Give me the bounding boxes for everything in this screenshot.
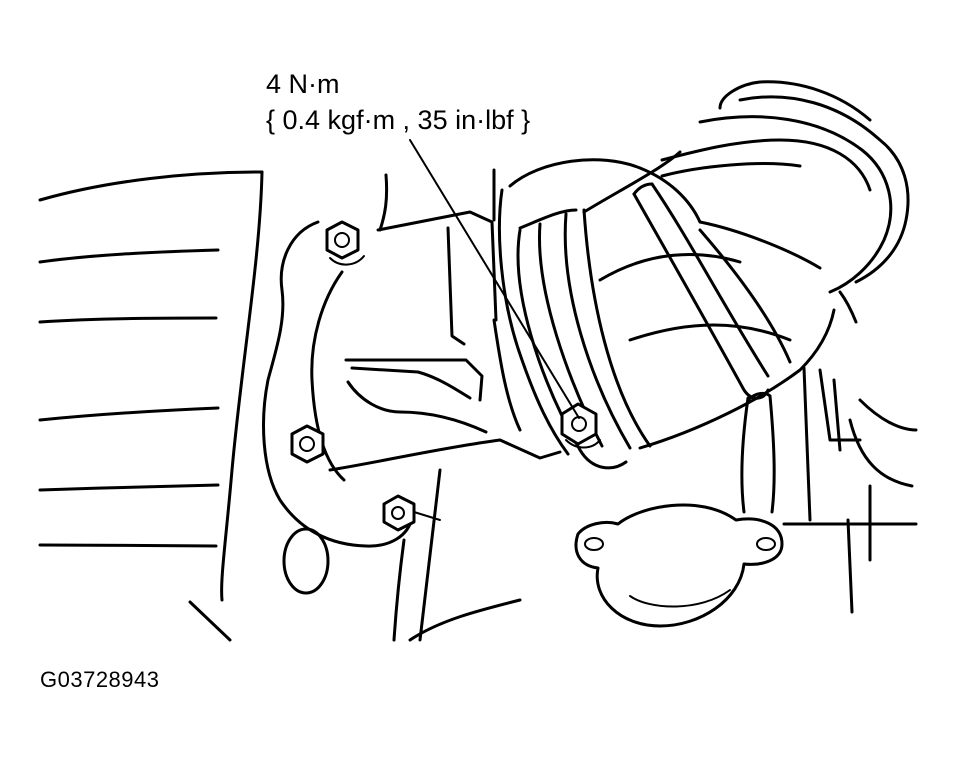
right-housing — [782, 366, 918, 614]
cover-plate — [574, 503, 784, 628]
bolt-middle — [290, 424, 325, 464]
callout-leader-line — [409, 139, 580, 419]
torque-specification-callout: 4 N·m { 0.4 kgf·m , 35 in·lbf } — [266, 66, 530, 138]
bolt-lower — [382, 494, 441, 532]
port-opening — [282, 527, 330, 595]
breather-hose — [740, 391, 776, 514]
bolt-upper — [325, 220, 365, 266]
throttle-housing — [328, 210, 562, 472]
torque-value-alt-units: { 0.4 kgf·m , 35 in·lbf } — [266, 105, 531, 135]
mounting-flange — [262, 220, 414, 548]
torque-value-nm: 4 N·m — [266, 69, 340, 99]
intake-elbow — [497, 80, 910, 470]
engine-body-lines — [38, 168, 496, 642]
lower-body-lines — [392, 468, 522, 642]
hose-clamp-screw — [560, 402, 601, 449]
figure-identifier: G03728943 — [40, 667, 160, 692]
